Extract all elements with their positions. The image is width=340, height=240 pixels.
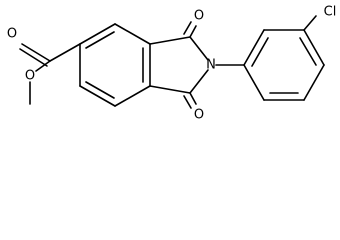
bond-carbonyl-c-ring — [49, 43, 81, 62]
bond-ring-a-inner — [85, 31, 115, 49]
atom-carbonyl-oxygen: O — [7, 27, 17, 42]
structure-diagram: O O O O N Cl — [7, 5, 337, 123]
bond-bottom-co-b — [183, 95, 192, 109]
atom-ester-oxygen: O — [25, 69, 35, 84]
bond-carbonyl-c-o-double-b — [19, 48, 48, 67]
bond-ring-d — [114, 85, 151, 107]
bond-aryl-a-inner — [251, 37, 269, 67]
bond-ring-e-inner — [85, 81, 115, 99]
bond-top-co-b — [183, 21, 192, 35]
bond-imide-top-c — [149, 36, 191, 45]
atom-imide-nitrogen: N — [206, 58, 216, 73]
molecule-structure: O O O O N Cl — [7, 5, 337, 123]
bond-aryl-c-inner — [299, 37, 317, 66]
bond-ring-a — [79, 23, 116, 45]
bond-aryl-a — [243, 29, 265, 66]
bond-aryl-d — [303, 64, 325, 101]
bond-imide-bottom-c-n — [189, 69, 209, 94]
atom-imide-oxygen-top: O — [194, 9, 204, 24]
bond-bottom-co-a — [189, 92, 197, 105]
bond-aryl-f — [243, 64, 265, 101]
bond-imide-bottom-c — [149, 85, 191, 94]
atom-chlorine: Cl — [324, 5, 337, 20]
bond-carbonyl-c-o-double-a — [21, 43, 51, 62]
bond-aryl-c — [303, 29, 325, 66]
bond-o-carbonyl-c — [35, 60, 51, 72]
bond-top-co-a — [189, 25, 197, 38]
bond-c-cl — [303, 15, 317, 31]
bond-ring-b — [114, 23, 151, 45]
bond-ring-e — [79, 85, 116, 107]
bond-imide-top-c-n — [189, 36, 209, 61]
atom-imide-oxygen-bottom: O — [194, 108, 204, 123]
